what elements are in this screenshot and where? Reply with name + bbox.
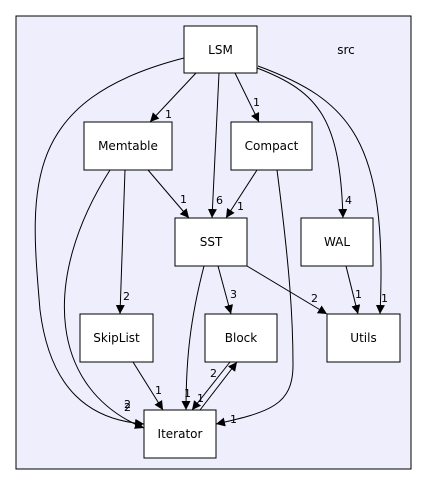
edge-label: 1 [180,193,187,206]
edge-lsm-utils [257,65,385,315]
edge-wal-utils [345,265,361,315]
node-skiplist[interactable]: SkipList [79,313,154,363]
edge-skiplist-iterator [132,361,164,411]
node-wal[interactable]: WAL [300,217,374,267]
edge-memtable-iterator [63,169,145,429]
edge-memtable-skiplist [115,169,126,315]
edge-label: 1 [237,200,244,213]
node-lsm[interactable]: LSM [183,25,258,74]
edge-label: 2 [210,367,217,380]
node-label: Utils [350,331,376,345]
node-block[interactable]: Block [204,313,278,363]
edge-memtable-sst [147,169,190,219]
edges: 1 1 6 4 1 2 1 2 2 1 1 3 [34,57,388,429]
edge-compact-sst [225,169,258,219]
node-label: WAL [324,235,350,249]
edge-label: 1 [197,392,204,405]
node-label: Memtable [98,139,158,153]
edge-label: 1 [184,387,191,400]
edge-label: 4 [345,194,352,207]
edge-lsm-sst [207,72,220,219]
edge-iterator-block [199,361,238,411]
edge-label: 1 [381,292,388,305]
node-compact[interactable]: Compact [230,121,313,171]
edge-compact-iterator [215,169,294,427]
node-label: Iterator [158,427,203,441]
edge-sst-block [217,265,233,315]
edge-lsm-memtable [149,72,197,123]
edge-label: 2 [124,401,131,414]
edge-lsm-compact [234,72,260,123]
cluster-label: src [337,43,355,57]
node-label: Block [225,331,258,345]
edge-label: 1 [155,384,162,397]
edge-label: 1 [253,96,260,109]
node-label: SST [200,235,223,249]
node-label: LSM [208,43,233,57]
edge-lsm-wal [256,67,348,219]
edge-sst-utils [246,265,328,315]
edge-label: 3 [230,288,237,301]
node-sst[interactable]: SST [174,217,248,267]
node-iterator[interactable]: Iterator [143,409,217,459]
edge-label: 2 [311,292,318,305]
node-utils[interactable]: Utils [326,313,401,363]
edge-label: 1 [230,413,237,426]
edge-label: 1 [165,108,172,121]
node-memtable[interactable]: Memtable [83,121,173,171]
edge-label: 2 [124,398,131,411]
edge-label: 2 [123,290,130,303]
edge-block-iterator [191,361,231,411]
edge-label: 6 [216,194,223,207]
node-label: Compact [245,139,299,153]
edge-lsm-iterator [34,57,185,428]
edge-label: 1 [355,288,362,301]
edge-sst-iterator [181,265,205,411]
node-label: SkipList [93,331,140,345]
